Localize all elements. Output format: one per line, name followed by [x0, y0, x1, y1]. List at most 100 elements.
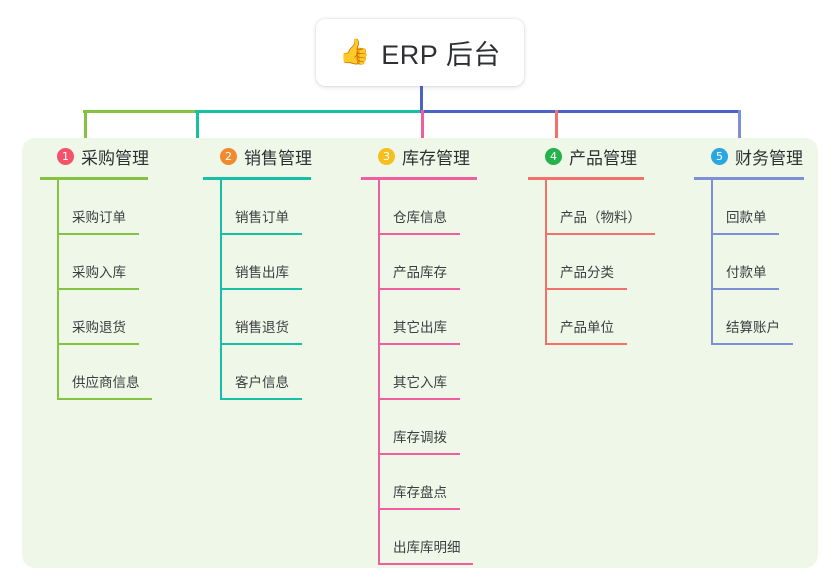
branch-items-5: 回款单付款单结算账户: [694, 180, 804, 345]
leaf-item-rule: [378, 508, 460, 510]
branch-header-5[interactable]: 5 财务管理: [694, 143, 804, 169]
leaf-item[interactable]: 客户信息: [203, 345, 312, 400]
root-node-content: 👍 ERP 后台: [339, 33, 501, 72]
leaf-item[interactable]: 付款单: [694, 235, 804, 290]
leaf-item-label: 其它出库: [393, 320, 447, 335]
leaf-item-label: 结算账户: [726, 320, 780, 335]
branch-column-3: 3 库存管理仓库信息产品库存其它出库其它入库库存调拨库存盘点出库库明细: [361, 143, 477, 565]
leaf-item-rule: [220, 288, 302, 290]
leaf-item-rule: [220, 233, 302, 235]
leaf-item[interactable]: 销售订单: [203, 180, 312, 235]
branch-badge-1: 1: [57, 147, 74, 165]
leaf-item[interactable]: 库存盘点: [361, 455, 477, 510]
branch-drop-connector-3: [421, 110, 424, 140]
leaf-item-label: 出库库明细: [393, 540, 461, 555]
branch-badge-3: 3: [378, 147, 395, 165]
leaf-item-rule: [545, 233, 655, 235]
leaf-item-label: 其它入库: [393, 375, 447, 390]
leaf-item-label: 仓库信息: [393, 210, 447, 225]
leaf-item[interactable]: 仓库信息: [361, 180, 477, 235]
leaf-item[interactable]: 产品分类: [528, 235, 644, 290]
leaf-item[interactable]: 库存调拨: [361, 400, 477, 455]
leaf-item-rule: [378, 453, 460, 455]
root-stem-connector: [420, 84, 423, 113]
leaf-item-rule: [57, 233, 139, 235]
leaf-item-rule: [711, 288, 779, 290]
leaf-item-label: 产品库存: [393, 265, 447, 280]
leaf-item[interactable]: 采购退货: [40, 290, 149, 345]
leaf-item-rule: [378, 343, 460, 345]
branch-header-2[interactable]: 2 销售管理: [203, 143, 312, 169]
leaf-item-label: 客户信息: [235, 375, 289, 390]
leaf-item[interactable]: 回款单: [694, 180, 804, 235]
branch-spine-5: [711, 180, 713, 343]
branch-column-2: 2 销售管理销售订单销售出库销售退货客户信息: [203, 143, 312, 400]
branch-drop-connector-4: [555, 110, 558, 140]
leaf-item[interactable]: 采购订单: [40, 180, 149, 235]
branch-title-1: 采购管理: [81, 148, 149, 168]
branch-title-rule-3: [361, 177, 477, 180]
bus-segment-green: [83, 110, 195, 113]
leaf-item[interactable]: 结算账户: [694, 290, 804, 345]
branch-title-rule-2: [203, 177, 311, 180]
leaf-item-rule: [220, 343, 302, 345]
leaf-item-label: 采购退货: [72, 320, 126, 335]
branch-title-rule-1: [40, 177, 148, 180]
root-node-title: ERP 后台: [381, 40, 501, 70]
branch-title-2: 销售管理: [244, 148, 312, 168]
leaf-item[interactable]: 供应商信息: [40, 345, 152, 400]
branch-spine-4: [545, 180, 547, 343]
bus-segment-teal: [195, 110, 420, 113]
branch-items-4: 产品（物料） 产品分类产品单位: [528, 180, 655, 345]
leaf-item-label: 采购订单: [72, 210, 126, 225]
branch-title-rule-5: [694, 177, 804, 180]
branch-items-1: 采购订单采购入库采购退货供应商信息: [40, 180, 152, 400]
leaf-item-rule: [711, 233, 779, 235]
branch-badge-5: 5: [711, 147, 728, 165]
leaf-item[interactable]: 其它出库: [361, 290, 477, 345]
leaf-item-label: 产品分类: [560, 265, 614, 280]
root-node-card[interactable]: 👍 ERP 后台: [316, 19, 524, 86]
leaf-item-label: 回款单: [726, 210, 767, 225]
branch-badge-4: 4: [545, 147, 562, 165]
leaf-item-label: 产品（物料）: [560, 210, 641, 225]
leaf-item[interactable]: 产品单位: [528, 290, 644, 345]
branch-title-5: 财务管理: [735, 148, 803, 168]
leaf-item[interactable]: 采购入库: [40, 235, 149, 290]
thumbs-up-emoji: 👍: [339, 38, 371, 66]
leaf-item[interactable]: 其它入库: [361, 345, 477, 400]
leaf-item-rule: [711, 343, 793, 345]
leaf-item-rule: [57, 288, 139, 290]
leaf-item-rule: [378, 563, 473, 565]
leaf-item-rule: [545, 343, 627, 345]
leaf-item[interactable]: 销售出库: [203, 235, 312, 290]
leaf-item-label: 采购入库: [72, 265, 126, 280]
leaf-item[interactable]: 销售退货: [203, 290, 312, 345]
leaf-item-label: 库存盘点: [393, 485, 447, 500]
branch-title-rule-4: [528, 177, 644, 180]
leaf-item-rule: [220, 398, 302, 400]
branch-items-2: 销售订单销售出库销售退货客户信息: [203, 180, 312, 400]
leaf-item-label: 销售出库: [235, 265, 289, 280]
leaf-item-label: 产品单位: [560, 320, 614, 335]
leaf-item-label: 销售退货: [235, 320, 289, 335]
branches-panel: [22, 138, 818, 568]
leaf-item-label: 库存调拨: [393, 430, 447, 445]
branch-column-1: 1 采购管理采购订单采购入库采购退货供应商信息: [40, 143, 152, 400]
leaf-item[interactable]: 产品库存: [361, 235, 477, 290]
branch-drop-connector-5: [738, 110, 741, 140]
leaf-item-rule: [57, 398, 152, 400]
branch-items-3: 仓库信息产品库存其它出库其它入库库存调拨库存盘点出库库明细: [361, 180, 477, 565]
branch-badge-2: 2: [220, 147, 237, 165]
branch-spine-3: [378, 180, 380, 563]
branch-column-5: 5 财务管理回款单付款单结算账户: [694, 143, 804, 345]
branch-header-1[interactable]: 1 采购管理: [40, 143, 149, 169]
leaf-item[interactable]: 出库库明细: [361, 510, 477, 565]
leaf-item[interactable]: 产品（物料）: [528, 180, 655, 235]
branch-header-3[interactable]: 3 库存管理: [361, 143, 477, 169]
branch-title-3: 库存管理: [402, 148, 470, 168]
leaf-item-label: 付款单: [726, 265, 767, 280]
branch-drop-connector-1: [84, 110, 87, 140]
leaf-item-label: 销售订单: [235, 210, 289, 225]
